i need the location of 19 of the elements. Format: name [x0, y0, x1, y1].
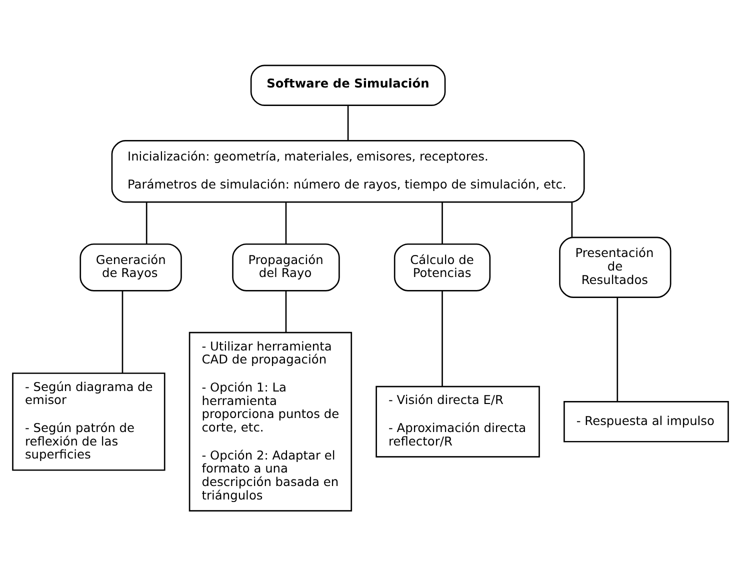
connector [146, 202, 148, 244]
connector [571, 202, 573, 237]
node-box: - Visión directa E/R - Aproximación directa reflector/R [376, 385, 540, 457]
connector [616, 297, 618, 401]
node-box: Cálculo de Potencias [394, 242, 491, 291]
node-box: - Según diagrama de emisor - Según patrón de reflexión de las superficies [12, 372, 166, 470]
node-box: Generación de Rayos [80, 242, 182, 291]
node-box: Presentación de Resultados [559, 236, 672, 298]
node-box: Propagación del Rayo [232, 242, 340, 291]
node-box: Inicialización: geometría, materiales, emisores, receptores. Parámetros de simulación: número de rayos, tiempo de simulación, etc. [111, 140, 585, 202]
node-box: Software de Simulación [250, 64, 446, 106]
connector [347, 105, 349, 140]
connector [285, 290, 287, 332]
connector [442, 290, 443, 386]
connector [285, 202, 287, 244]
node-box: - Utilizar herramienta CAD de propagación - Opción 1: La herramienta proporciona puntos de corte, etc. - Opción 2: Adaptar el formato a una descripción basada en triángulos [188, 331, 352, 511]
connector [442, 202, 443, 244]
node-box: - Respuesta al impulso [564, 400, 729, 442]
connector [122, 290, 124, 373]
